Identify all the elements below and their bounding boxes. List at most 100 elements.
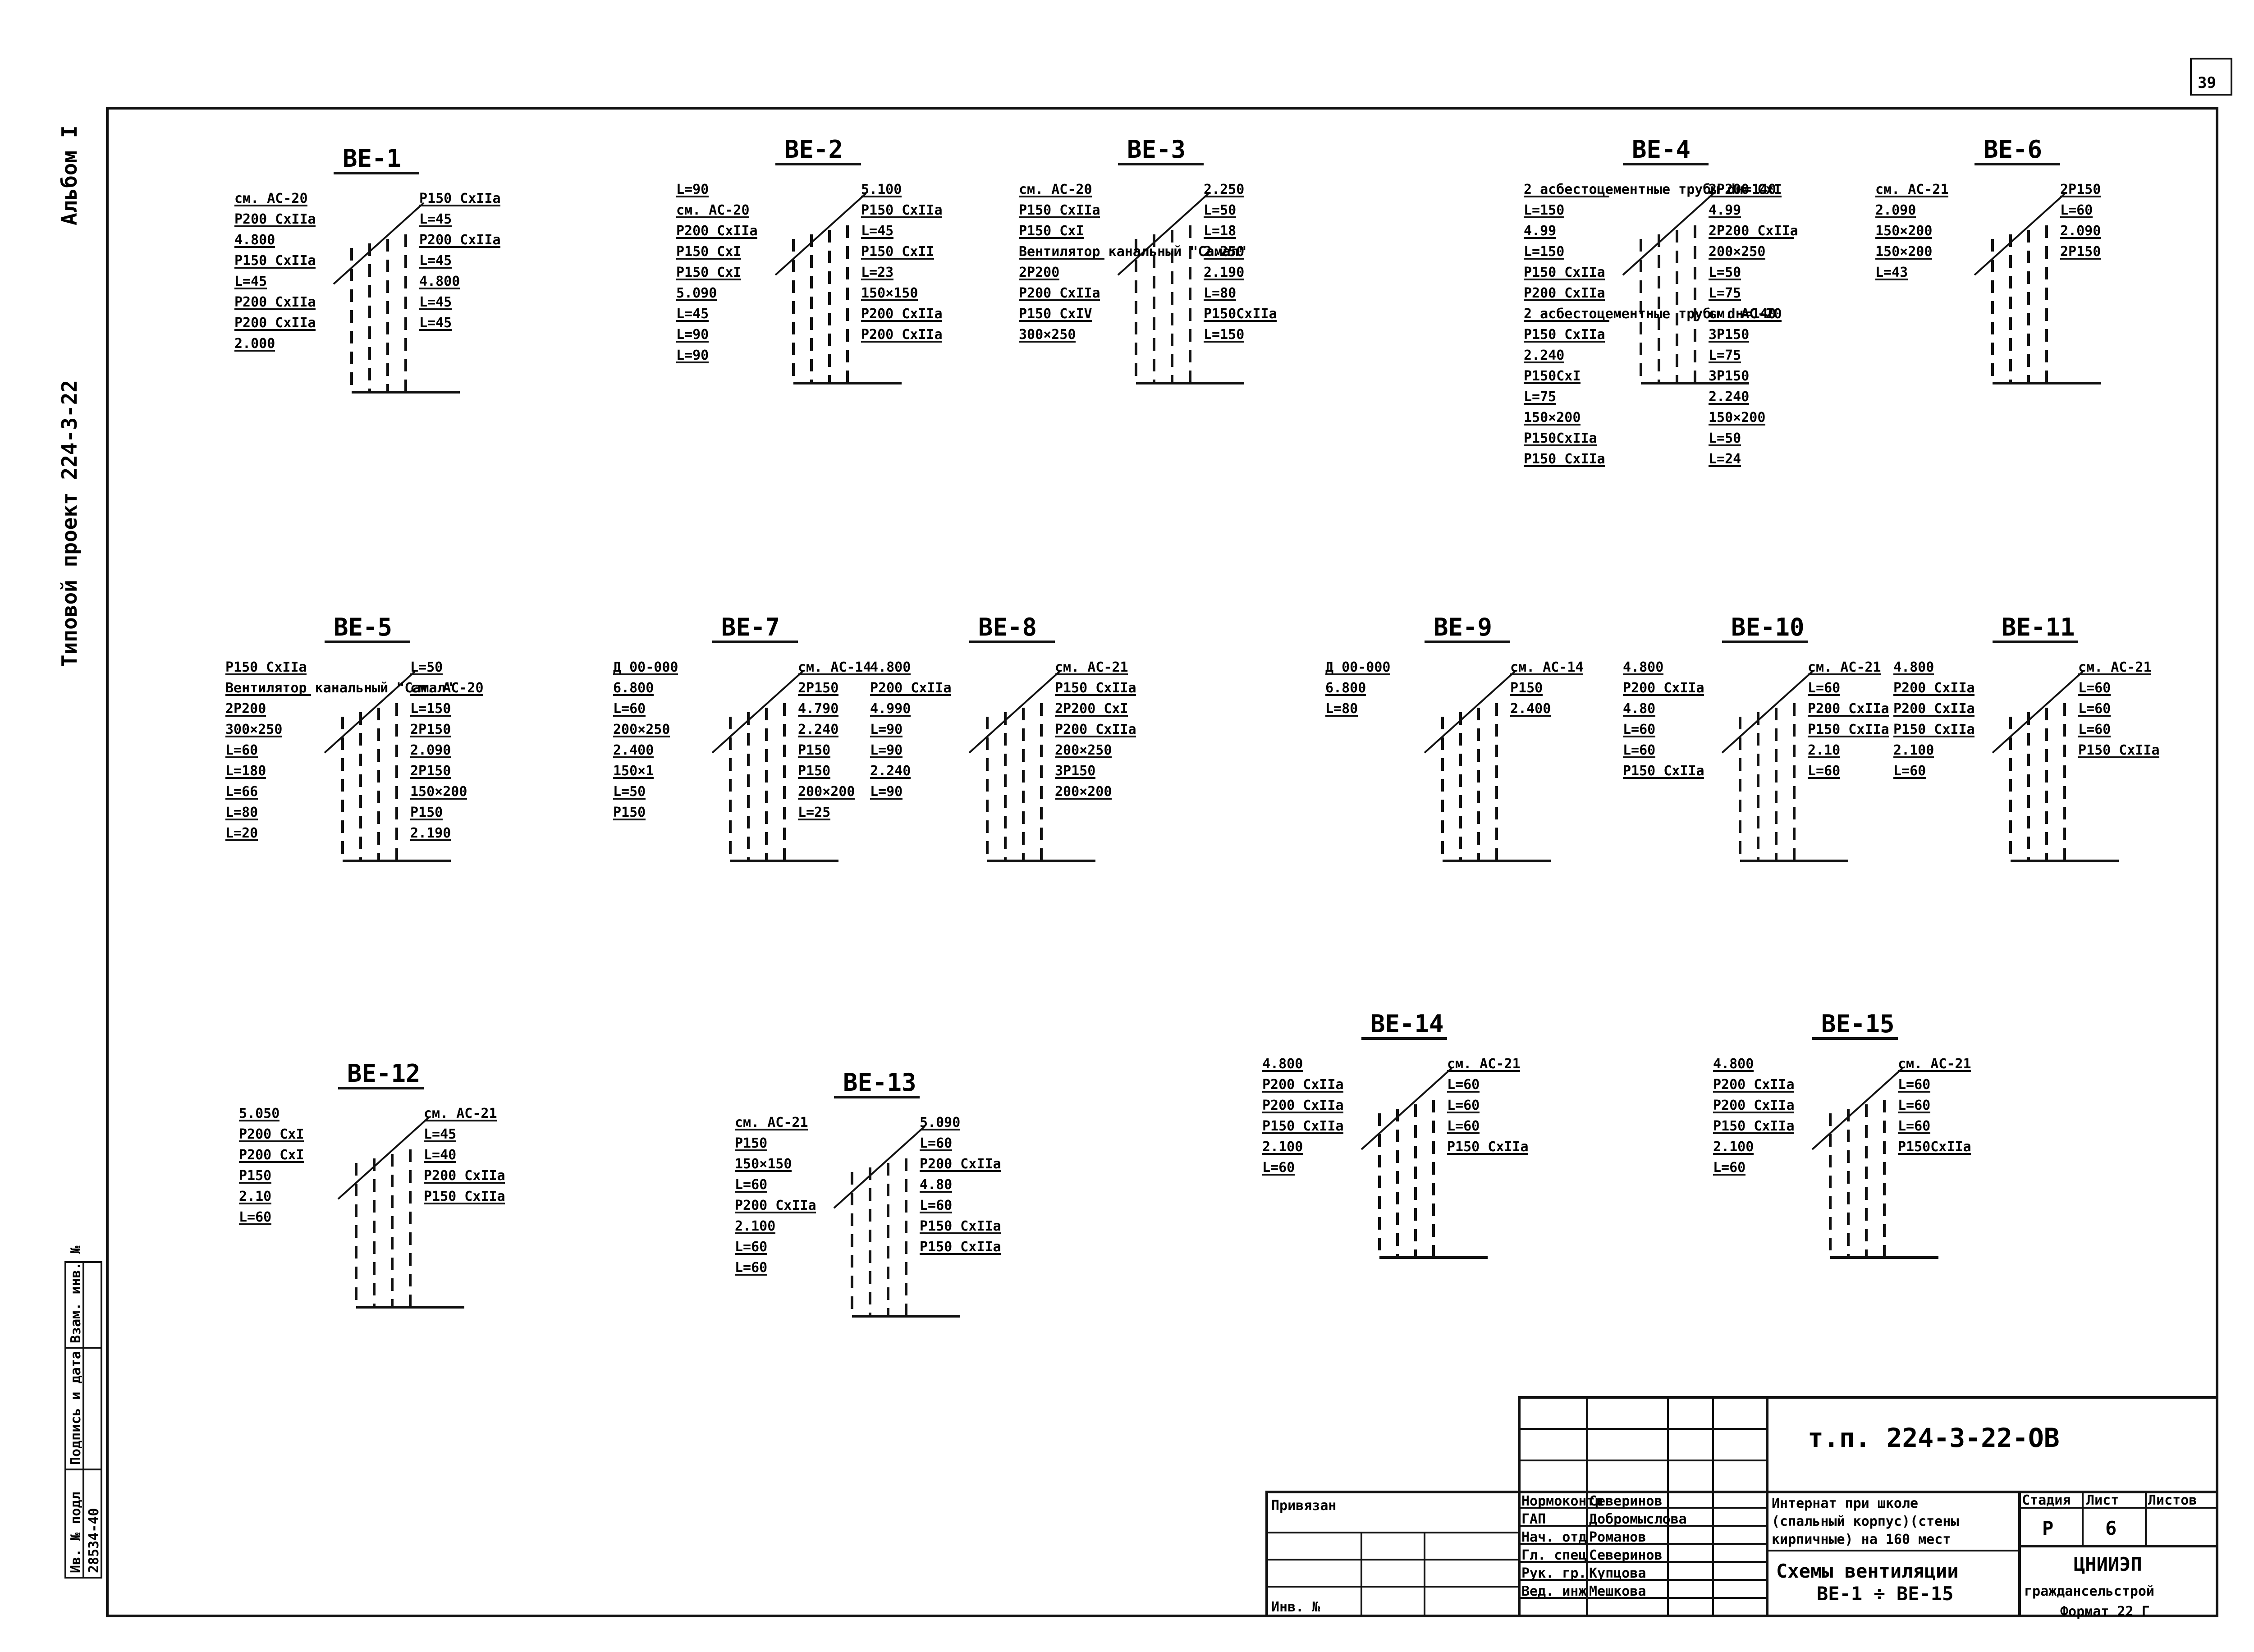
scheme-label: 2Р200 СхIIа xyxy=(1709,223,1798,239)
scheme-label: L=60 xyxy=(2060,202,2093,218)
scheme-label: Р200 СхIIа xyxy=(1055,722,1136,737)
scheme-label: Р150 СхIIа xyxy=(1524,327,1605,343)
scheme-label: Р150 СхIIа xyxy=(1623,763,1704,779)
scheme-label: Р150 СхIIа xyxy=(1713,1118,1795,1134)
scheme-label: L=60 xyxy=(1623,722,1655,737)
scheme-label: 150×200 xyxy=(1875,223,1932,239)
scheme-label: L=75 xyxy=(1524,389,1556,405)
scheme-label: L=80 xyxy=(1325,701,1358,717)
role-0: Нормоконтр xyxy=(1521,1493,1603,1509)
scheme-label: 3Р150 xyxy=(1055,763,1095,779)
scheme-label: Р200 СхIIа xyxy=(735,1198,816,1213)
name-4: Купцова xyxy=(1589,1565,1646,1581)
scheme-label: 4.99 xyxy=(1709,202,1741,218)
roof-line xyxy=(1424,671,1516,754)
scheme-label: Р150 СхIIа xyxy=(1808,722,1889,737)
scheme-label: 4.99 xyxy=(1524,223,1556,239)
scheme-label: L=60 xyxy=(1713,1160,1745,1176)
album-label: Альбом I xyxy=(57,125,82,225)
scheme-label: L=60 xyxy=(225,742,258,758)
role-4: Рук. гр. xyxy=(1521,1565,1587,1581)
stamp-col2: Подпись и дата xyxy=(68,1351,84,1465)
roof-line xyxy=(333,202,425,285)
org-name: ЦНИИЭП xyxy=(2074,1553,2142,1575)
scheme-label: 5.090 xyxy=(920,1115,960,1130)
scheme-label: L=40 xyxy=(424,1147,456,1163)
scheme-title: BE-12 xyxy=(347,1059,421,1088)
scheme-label: 4.800 xyxy=(870,659,911,675)
drawing-code: т.п. 224-3-22-ОВ xyxy=(1808,1423,2060,1453)
scheme-title: BE-15 xyxy=(1821,1010,1895,1038)
scheme-label: 2.100 xyxy=(1893,742,1934,758)
scheme-label: L=60 xyxy=(1447,1077,1480,1093)
scheme-label: L=75 xyxy=(1709,348,1741,363)
scheme-title: BE-6 xyxy=(1984,135,2042,164)
scheme-label: L=23 xyxy=(861,265,893,280)
scheme-label: 4.990 xyxy=(870,701,911,717)
scheme-title: BE-3 xyxy=(1127,135,1186,164)
object-line-1: Интернат при школе xyxy=(1772,1496,1918,1511)
roof-line xyxy=(1811,1067,1903,1150)
roof-line xyxy=(324,671,416,754)
scheme-label: 2.090 xyxy=(1875,202,1916,218)
scheme-label: Р200 СхI xyxy=(239,1126,304,1142)
scheme-label: 2Р150 xyxy=(2060,244,2101,260)
scheme-be-4: BE-42 асбестоцементные трубы dн=1402Р200… xyxy=(1524,135,1798,467)
scheme-label: L=60 xyxy=(920,1198,952,1213)
stamp-col3: Взам. инв. № xyxy=(68,1245,84,1343)
scheme-label: Р150 СхIIа xyxy=(920,1218,1001,1234)
scheme-label: Р200 СхIIа xyxy=(1262,1077,1344,1093)
scheme-label: 4.80 xyxy=(920,1177,952,1193)
scheme-label: 2Р200 xyxy=(225,701,266,717)
scheme-title: BE-5 xyxy=(334,613,392,641)
scheme-label: Р150 СхI xyxy=(1019,223,1084,239)
scheme-label: Р150 СхIV xyxy=(1019,306,1092,322)
scheme-label: 3Р150 xyxy=(1709,327,1749,343)
scheme-label: см. АС-21 xyxy=(424,1106,497,1121)
roof-line xyxy=(833,1126,925,1209)
scheme-label: L=60 xyxy=(1898,1077,1930,1093)
scheme-label: Вентилятор канальный "Самал" xyxy=(225,680,454,696)
scheme-label: Р150 СхIIа xyxy=(234,253,316,269)
scheme-label: 2.10 xyxy=(239,1189,271,1204)
scheme-label: 3Р150 xyxy=(1709,368,1749,384)
sheet-title-2: ВЕ-1 ÷ ВЕ-15 xyxy=(1817,1583,1953,1605)
scheme-label: см. АС-20 xyxy=(1709,306,1782,322)
scheme-label: Р150 СхII xyxy=(861,244,935,260)
scheme-label: см. АС-21 xyxy=(735,1115,808,1130)
scheme-label: L=75 xyxy=(1709,285,1741,301)
scheme-label: 200×250 xyxy=(613,722,670,737)
scheme-label: L=43 xyxy=(1875,265,1908,280)
scheme-label: Р200 СхIIа xyxy=(676,223,758,239)
scheme-label: L=60 xyxy=(2078,680,2111,696)
scheme-label: L=60 xyxy=(1893,763,1926,779)
scheme-label: Р200 СхIIа xyxy=(234,211,316,227)
format-label: Формат 22 Г xyxy=(2060,1604,2150,1620)
object-line-2: (спальный корпус)(стены xyxy=(1772,1514,1959,1529)
role-5: Вед. инж xyxy=(1521,1583,1587,1599)
scheme-label: Р200 СхIIа xyxy=(1808,701,1889,717)
scheme-label: 4.800 xyxy=(1713,1056,1754,1072)
scheme-label: Р200 СхIIа xyxy=(1713,1077,1795,1093)
scheme-label: L=60 xyxy=(920,1135,952,1151)
scheme-label: L=45 xyxy=(419,211,452,227)
scheme-title: BE-4 xyxy=(1632,135,1690,164)
scheme-label: 2.240 xyxy=(798,722,838,737)
scheme-label: L=45 xyxy=(424,1126,456,1142)
scheme-label: Р150 СхIIа xyxy=(1524,451,1605,467)
scheme-label: Р150 СхIIа xyxy=(424,1189,505,1204)
scheme-label: 2.10 xyxy=(1808,742,1840,758)
name-2: Романов xyxy=(1589,1529,1646,1545)
scheme-label: L=60 xyxy=(239,1209,271,1225)
scheme-label: 5.090 xyxy=(676,285,717,301)
scheme-label: L=50 xyxy=(1204,202,1236,218)
scheme-label: L=90 xyxy=(870,742,903,758)
scheme-label: Р150СхIIа xyxy=(1204,306,1277,322)
scheme-label: см. АС-21 xyxy=(2078,659,2152,675)
stamp-col1: Ив. № подл xyxy=(68,1492,84,1573)
roof-line xyxy=(1992,671,2084,754)
